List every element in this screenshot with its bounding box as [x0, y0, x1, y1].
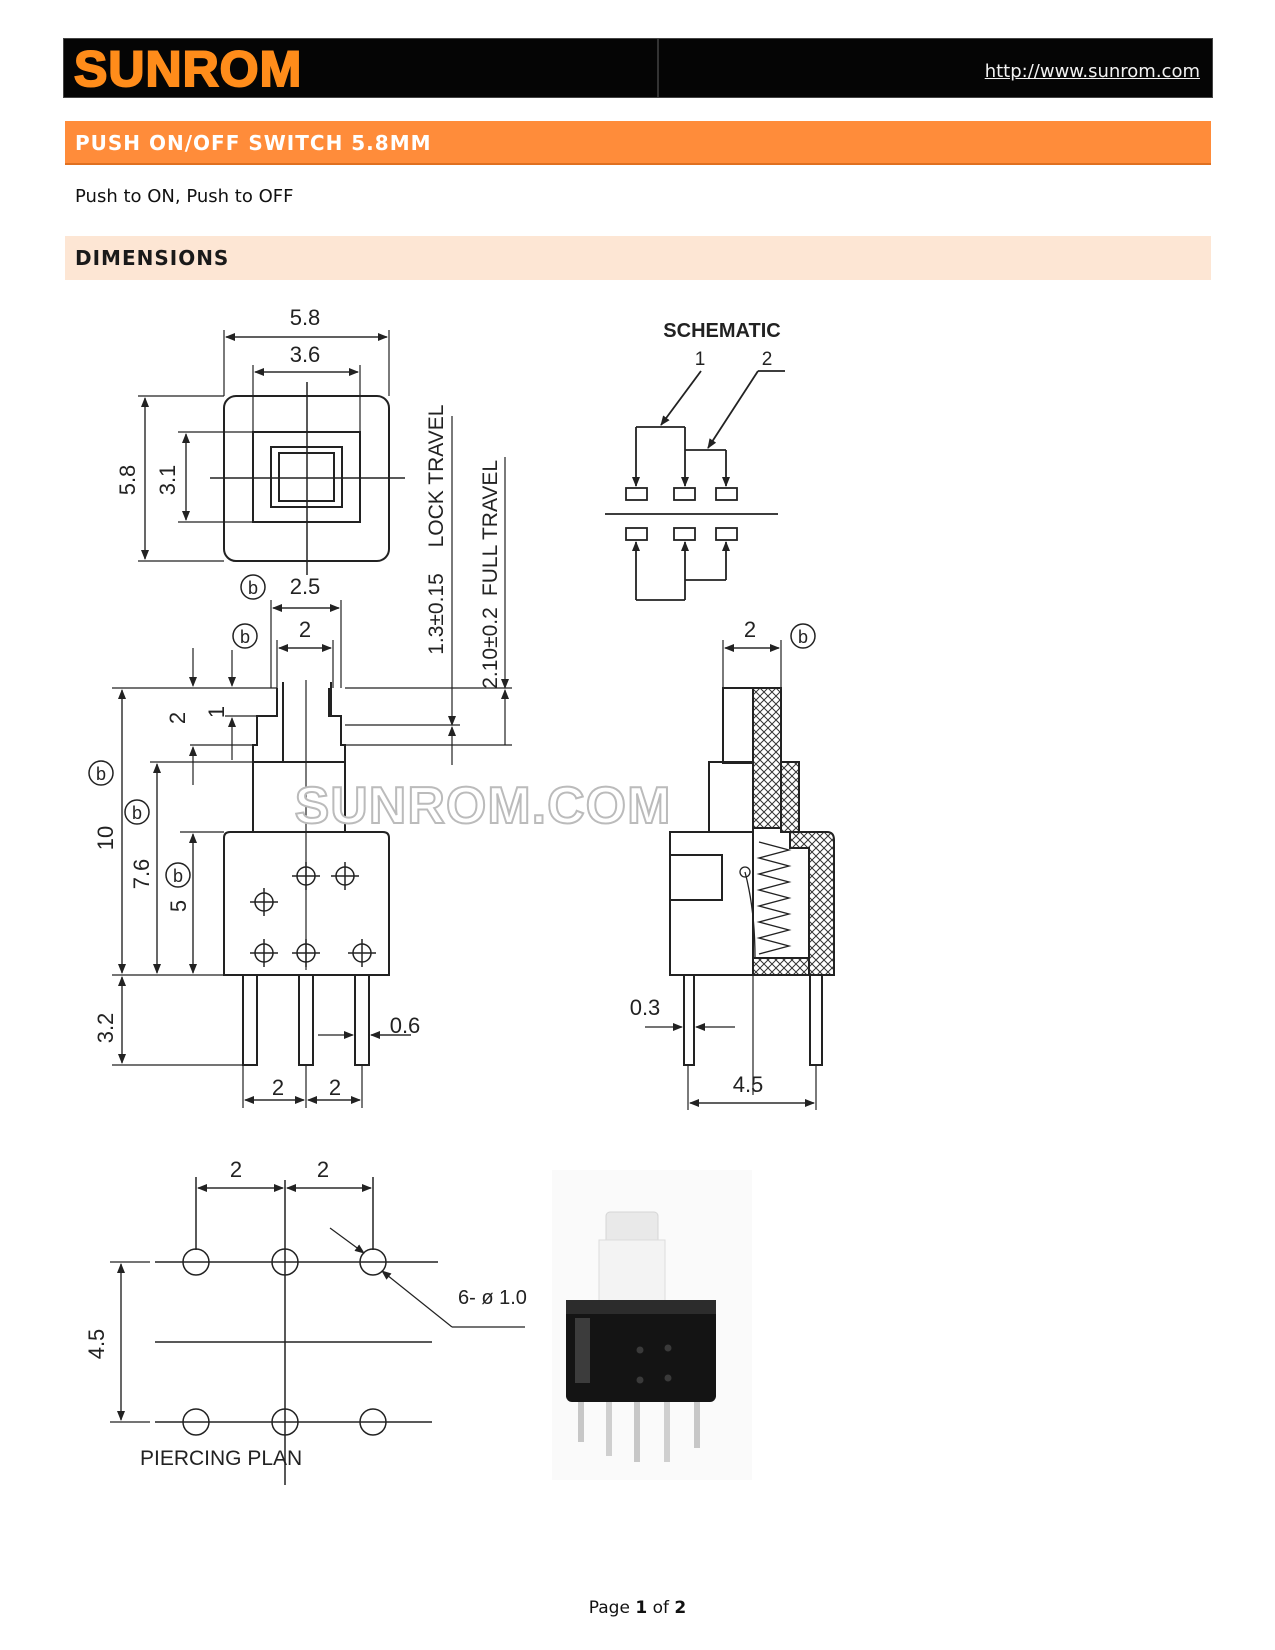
dim-pitch-2: 2 [329, 1075, 341, 1100]
dim-side-span: 4.5 [733, 1072, 764, 1097]
dim-h7-6: 7.6 [129, 859, 154, 890]
full-travel-label: FULL TRAVEL [479, 460, 502, 596]
dim-h5: 5 [166, 900, 191, 912]
dim-top-width-inner: 3.6 [290, 342, 321, 367]
dim-top-height-inner: 3.1 [155, 465, 180, 496]
dim-h2: 2 [165, 712, 190, 724]
side-view [645, 623, 835, 1110]
dim-pitch-1: 2 [272, 1075, 284, 1100]
ref-b-4: b [132, 803, 142, 823]
dim-pin-length: 3.2 [93, 1013, 118, 1044]
full-travel-value: 2.10±0.2 [479, 607, 502, 689]
product-tagline: Push to ON, Push to OFF [75, 186, 294, 207]
schematic-pin-2: 2 [762, 349, 773, 370]
dim-h10: 10 [93, 826, 118, 850]
logo-text: SUNROM [74, 41, 302, 97]
dim-pin-thickness: 0.3 [630, 995, 661, 1020]
piercing-plan-title: PIERCING PLAN [140, 1447, 302, 1470]
website-link[interactable]: http://www.sunrom.com [984, 61, 1200, 82]
ref-b-3: b [96, 764, 106, 784]
schematic-title: SCHEMATIC [663, 320, 780, 342]
product-title-bar: PUSH ON/OFF SWITCH 5.8MM [65, 121, 1211, 165]
dim-pin-width: 0.6 [390, 1013, 421, 1038]
page-footer: Page 1 of 2 [0, 1598, 1275, 1618]
footer-total: 2 [674, 1598, 687, 1618]
dim-pierce-pitch-1: 2 [230, 1157, 242, 1182]
piercing-plan [110, 1177, 525, 1485]
top-view [138, 330, 405, 575]
dim-side-cap: 2 [744, 617, 756, 642]
product-photo [552, 1170, 752, 1480]
product-title: PUSH ON/OFF SWITCH 5.8MM [75, 131, 432, 155]
dim-pierce-row-gap: 4.5 [84, 1329, 109, 1360]
watermark-text: SUNROM.COM [295, 777, 672, 835]
travel-dimension-lines [345, 416, 512, 765]
footer-prefix: Page [588, 1598, 630, 1618]
dim-top-width-outer: 5.8 [290, 305, 321, 330]
schematic-pin-1: 1 [695, 349, 706, 370]
sunrom-logo: SUNROM [73, 40, 302, 97]
dim-h1: 1 [204, 706, 229, 718]
footer-page: 1 [635, 1598, 648, 1618]
header-bar: SUNROM http://www.sunrom.com [63, 38, 1213, 98]
ref-b-5: b [173, 866, 183, 886]
dim-cap-inner: 2 [299, 617, 311, 642]
dim-top-height-outer: 5.8 [115, 465, 140, 496]
schematic [605, 370, 785, 601]
header-divider [657, 39, 659, 97]
dim-holes: 6- ø 1.0 [458, 1287, 527, 1309]
dim-cap-outer: 2.5 [290, 574, 321, 599]
ref-b-2: b [240, 627, 250, 647]
lock-travel-label: LOCK TRAVEL [425, 405, 448, 548]
dimensions-heading-bar: DIMENSIONS [65, 236, 1211, 280]
dim-pierce-pitch-2: 2 [317, 1157, 329, 1182]
front-view [88, 574, 411, 1108]
dimensions-heading: DIMENSIONS [75, 246, 230, 270]
ref-b-6: b [798, 627, 808, 647]
footer-of: of [652, 1598, 669, 1618]
ref-b-1: b [248, 578, 258, 598]
lock-travel-value: 1.3±0.15 [425, 573, 448, 655]
